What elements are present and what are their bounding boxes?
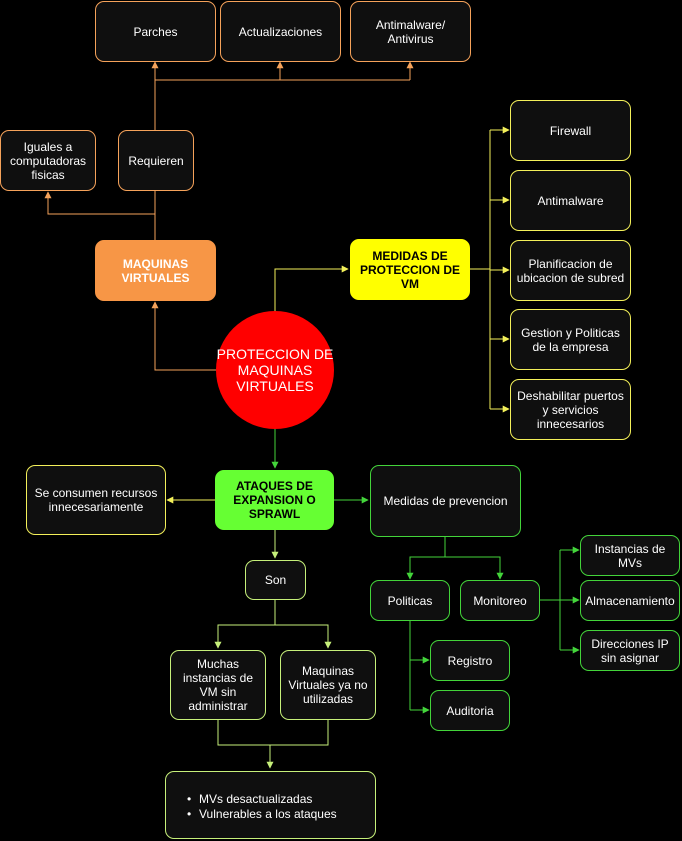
consumen-recursos-node: Se consumen recursos innecesariamente [26,465,166,535]
ataques-sprawl-node: ATAQUES DE EXPANSION O SPRAWL [215,470,334,530]
consequence-item: MVs desactualizadas [199,792,337,807]
medidas-prevencion-node: Medidas de prevencion [370,465,521,537]
central-topic: PROTECCION DE MAQUINAS VIRTUALES [216,311,334,429]
requirement-actualizaciones: Actualizaciones [220,1,341,62]
requirement-antimalware: Antimalware/ Antivirus [350,1,471,62]
medida-antimalware: Antimalware [510,170,631,231]
maquinas-no-utilizadas-node: Maquinas Virtuales ya no utilizadas [280,650,376,720]
requieren-node: Requieren [118,130,194,191]
monitoreo-node: Monitoreo [460,580,540,621]
registro-node: Registro [430,640,510,681]
medida-firewall: Firewall [510,100,631,161]
son-node: Son [245,560,306,600]
direcciones-ip-node: Direcciones IP sin asignar [580,630,680,671]
instancias-mvs-node: Instancias de MVs [580,535,680,576]
auditoria-node: Auditoria [430,690,510,731]
maquinas-virtuales-node: MAQUINAS VIRTUALES [95,240,216,301]
medidas-proteccion-node: MEDIDAS DE PROTECCION DE VM [350,239,470,300]
iguales-node: Iguales a computadoras fisicas [0,130,96,191]
medida-planificacion: Planificacion de ubicacion de subred [510,240,631,301]
medida-gestion: Gestion y Politicas de la empresa [510,309,631,370]
almacenamiento-node: Almacenamiento [580,580,680,621]
medida-deshabilitar: Deshabilitar puertos y servicios inneces… [510,379,631,440]
requirement-parches: Parches [95,1,216,62]
muchas-instancias-node: Muchas instancias de VM sin administrar [170,650,266,720]
consequence-item: Vulnerables a los ataques [199,807,337,822]
politicas-node: Politicas [370,580,450,621]
consequences-list: MVs desactualizadas Vulnerables a los at… [165,771,376,839]
